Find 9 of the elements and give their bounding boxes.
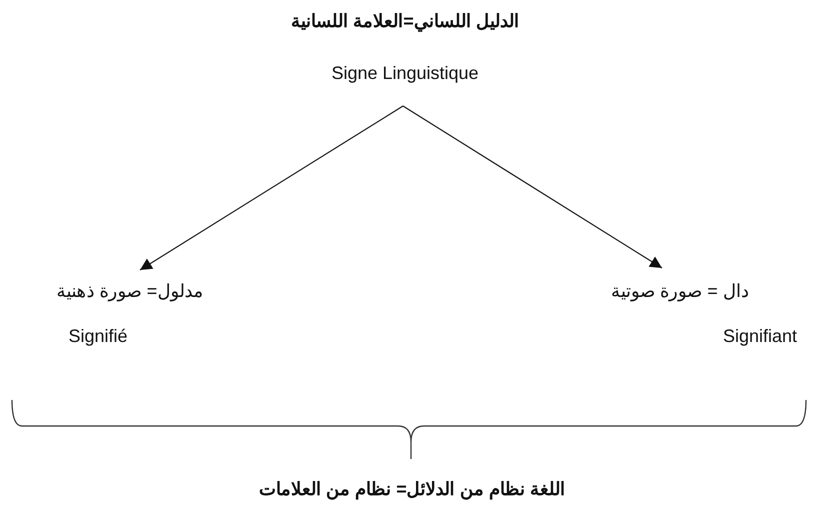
summary-note: اللغة نظام من الدلائل= نظام من العلامات: [259, 478, 565, 500]
node-heading: مدلول= صورة ذهنية: [56, 280, 204, 302]
node-heading: دال = صورة صوتية: [611, 280, 749, 302]
node-heading: الدليل اللساني=العلامة اللسانية: [291, 10, 519, 32]
node-term: Signifié: [68, 325, 128, 347]
node-term: Signe Linguistique: [331, 62, 479, 84]
arrow: [402, 106, 662, 268]
arrow: [140, 106, 404, 270]
node-term: Signifiant: [722, 325, 798, 347]
